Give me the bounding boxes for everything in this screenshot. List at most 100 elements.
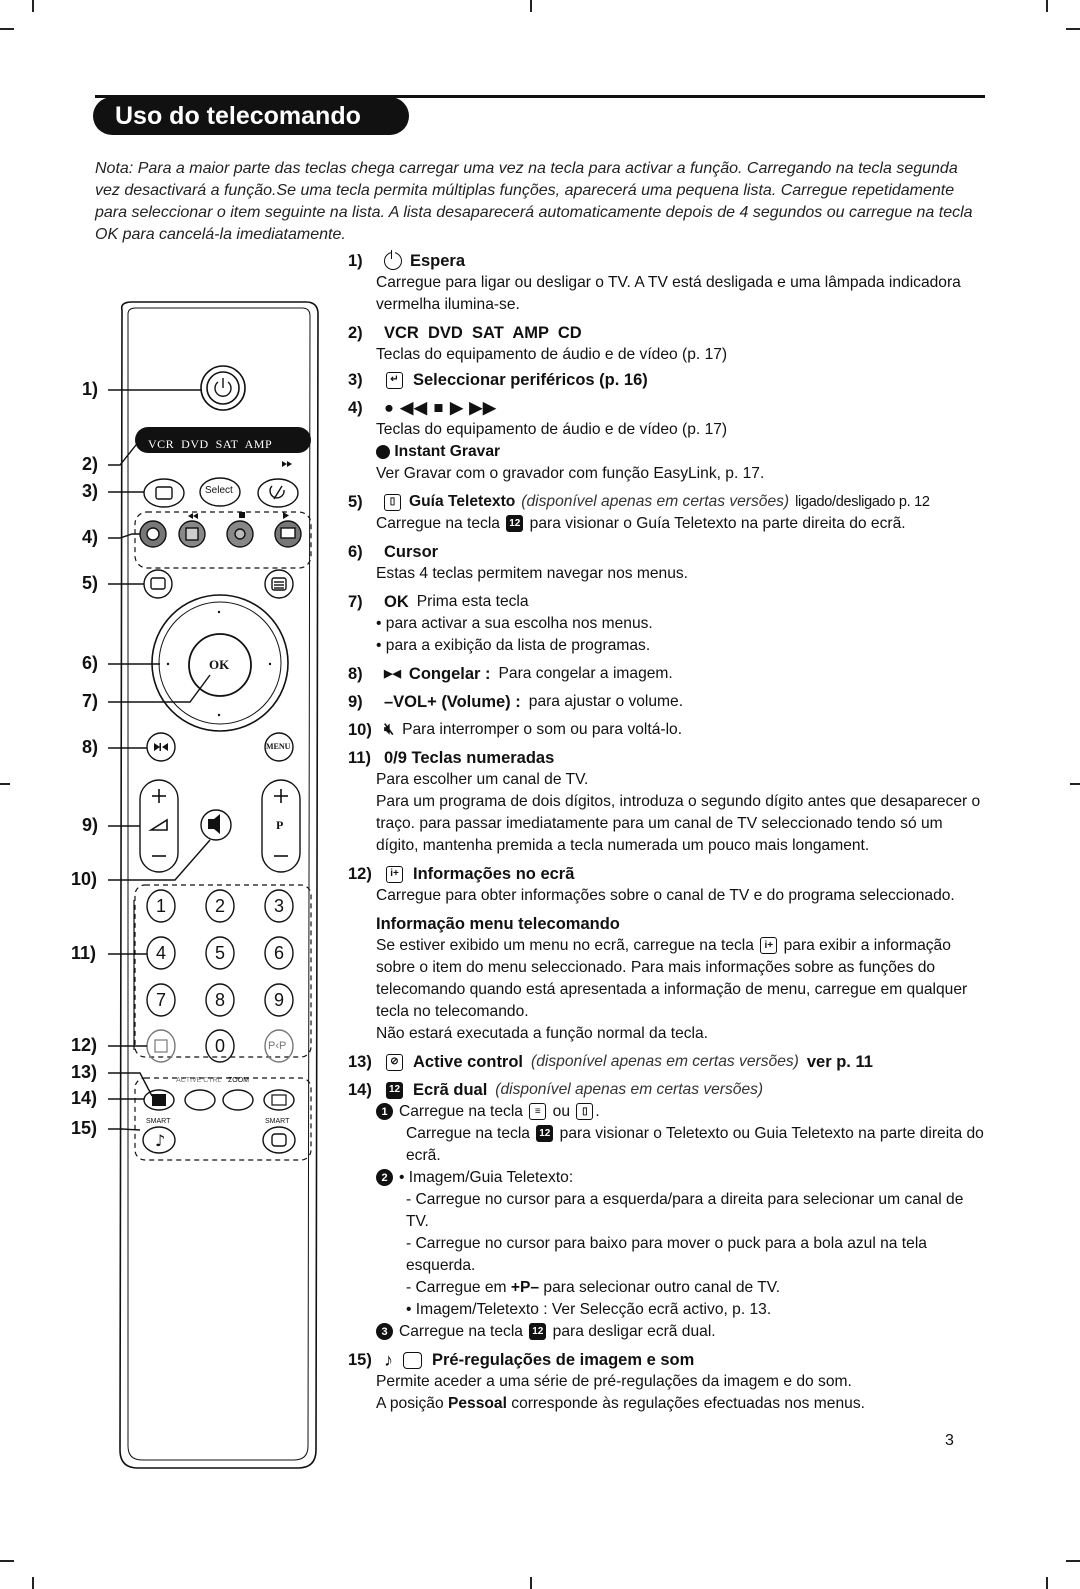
item-9: 9)–VOL+ (Volume) :para ajustar o volume.: [348, 691, 988, 713]
crop-mark: [530, 1577, 532, 1589]
mute-icon: 🔇︎: [384, 721, 395, 738]
remote-source-buttons[interactable]: VCR DVD SAT AMP: [148, 437, 273, 451]
item-13: 13)⊘Active control(disponível apenas em …: [348, 1051, 988, 1073]
item-sub-b: para exibir a informação sobre o item do…: [376, 937, 968, 1020]
page-number: 3: [945, 1432, 954, 1449]
item-tail: ver p. 11: [806, 1053, 873, 1071]
item-title: OK: [384, 593, 409, 611]
item-body: Permite aceder a uma série de pré-regula…: [376, 1373, 852, 1390]
remote-p-label[interactable]: P: [276, 818, 284, 832]
page-title: Uso do telecomando: [93, 97, 409, 135]
item-tail: Para congelar a imagem.: [498, 665, 673, 682]
step-text: para visionar o Teletexto ou Guia Telete…: [406, 1125, 984, 1164]
item-body-b: para visionar o Guía Teletexto na parte …: [529, 515, 906, 532]
remote-digit-2[interactable]: 2: [215, 896, 226, 916]
crop-mark: [1066, 28, 1080, 30]
item-title: Espera: [410, 252, 466, 270]
item-note: (disponível apenas em certas versões): [521, 493, 790, 510]
item-title: Congelar :: [408, 665, 491, 683]
remote-digit-0[interactable]: 0: [215, 1036, 226, 1056]
callout-11: 11): [71, 943, 97, 963]
intro-note: Nota: Para a maior parte das teclas cheg…: [95, 160, 973, 243]
step-1-detail: Carregue na tecla 12 para visionar o Tel…: [348, 1123, 988, 1167]
item-number: 15): [348, 1351, 372, 1369]
remote-digit-6[interactable]: 6: [274, 943, 285, 963]
crop-mark: [1046, 1577, 1048, 1589]
callout-15: 15): [71, 1118, 98, 1138]
item-6: 6)Cursor Estas 4 teclas permitem navegar…: [348, 541, 988, 585]
item-number: 14): [348, 1081, 372, 1099]
item-number: 13): [348, 1053, 372, 1071]
music-note-icon: ♪: [384, 1350, 393, 1370]
item-title: –VOL+ (Volume) :: [384, 693, 521, 711]
info-icon: i+: [386, 865, 403, 883]
step-2-detail: - Carregue no cursor para baixo para mov…: [406, 1235, 927, 1274]
crop-mark: [0, 28, 14, 30]
step-badge-1: 1: [376, 1103, 393, 1121]
item-body: Estas 4 teclas permitem navegar nos menu…: [376, 565, 689, 582]
item-10: 10)🔇︎Para interromper o som ou para volt…: [348, 719, 988, 741]
step-text: Carregue na tecla: [399, 1323, 523, 1340]
step-text: Carregue na tecla: [406, 1125, 530, 1142]
remote-ok-button[interactable]: OK: [209, 657, 230, 672]
item-title: Guía Teletexto: [409, 493, 516, 510]
item-sub-note: Não estará executada a função normal da …: [376, 1025, 709, 1042]
item-body: A posição Pessoal corresponde às regulaç…: [348, 1393, 988, 1415]
step-2-detail: - Carregue no cursor para a esquerda/par…: [406, 1191, 964, 1230]
remote-active-ctrl-label: ACTIVE CTRL: [176, 1077, 222, 1084]
item-title: Pré-regulações de imagem e som: [432, 1351, 695, 1369]
item-body: Carregue na tecla 12 para visionar o Guí…: [348, 513, 988, 535]
callout-5: 5): [82, 573, 99, 593]
item-tail: ligado/desligado p. 12: [795, 494, 930, 510]
remote-menu-label[interactable]: MENU: [266, 742, 291, 751]
remote-digit-4[interactable]: 4: [156, 943, 167, 963]
item-3: 3)↵Seleccionar periféricos (p. 16): [348, 369, 988, 391]
callout-13: 13): [71, 1062, 98, 1082]
item-title: 0/9 Teclas numeradas: [384, 749, 555, 767]
item-number: 9): [348, 693, 363, 711]
remote-smart-right: SMART: [265, 1118, 290, 1125]
crop-mark: [32, 0, 34, 12]
item-sub-body: Se estiver exibido um menu no ecrã, carr…: [348, 935, 988, 1023]
callout-4: 4): [82, 527, 99, 547]
step-badge-3: 3: [376, 1323, 393, 1341]
callout-14: 14): [71, 1088, 98, 1108]
item-body: Para um programa de dois dígitos, introd…: [376, 793, 981, 854]
callout-7: 7): [82, 691, 99, 711]
freeze-icon: ▶◀: [384, 668, 401, 680]
item-title-tail: Prima esta tecla: [416, 593, 529, 610]
step-2: 2• Imagem/Guia Teletexto:: [348, 1167, 988, 1189]
item-11: 11)0/9 Teclas numeradas Para escolher um…: [348, 747, 988, 857]
transport-icons: ● ◀◀ ■ ▶ ▶▶: [384, 399, 497, 417]
item-sub-a: Se estiver exibido um menu no ecrã, carr…: [376, 937, 754, 954]
item-number: 5): [348, 493, 363, 511]
callout-2: 2): [82, 454, 99, 474]
item-sub-title: Instant Gravar: [394, 443, 501, 460]
record-icon: [376, 444, 390, 459]
remote-select-label[interactable]: Select: [205, 485, 233, 496]
teletext-guide-icon: ▯: [576, 1103, 594, 1121]
item-body-a: Carregue na tecla: [376, 515, 500, 532]
item-15: 15) ♪ Pré-regulações de imagem e som Permi…: [348, 1349, 988, 1415]
item-number: 4): [348, 399, 363, 417]
item-body: Para escolher um canal de TV.: [376, 771, 589, 788]
remote-digit-7[interactable]: 7: [156, 990, 167, 1010]
remote-digit-3[interactable]: 3: [274, 896, 285, 916]
callout-9: 9): [82, 815, 99, 835]
remote-digit-8[interactable]: 8: [215, 990, 226, 1010]
step-text: para selecionar outro canal de TV.: [543, 1279, 781, 1296]
teletext-icon: ≡: [529, 1103, 547, 1121]
item-8: 8)▶◀Congelar :Para congelar a imagem.: [348, 663, 988, 685]
remote-digit-5[interactable]: 5: [215, 943, 226, 963]
remote-pip-label[interactable]: P‹P: [268, 1040, 287, 1052]
item-12: 12)i+Informações no ecrã Carregue para o…: [348, 863, 988, 1045]
svg-text:♪: ♪: [155, 1131, 165, 1150]
remote-zoom-label: ZOOM: [228, 1077, 249, 1084]
remote-digit-9[interactable]: 9: [274, 990, 285, 1010]
remote-digit-1[interactable]: 1: [156, 896, 167, 916]
step-badge-2: 2: [376, 1169, 393, 1187]
item-number: 12): [348, 865, 372, 883]
